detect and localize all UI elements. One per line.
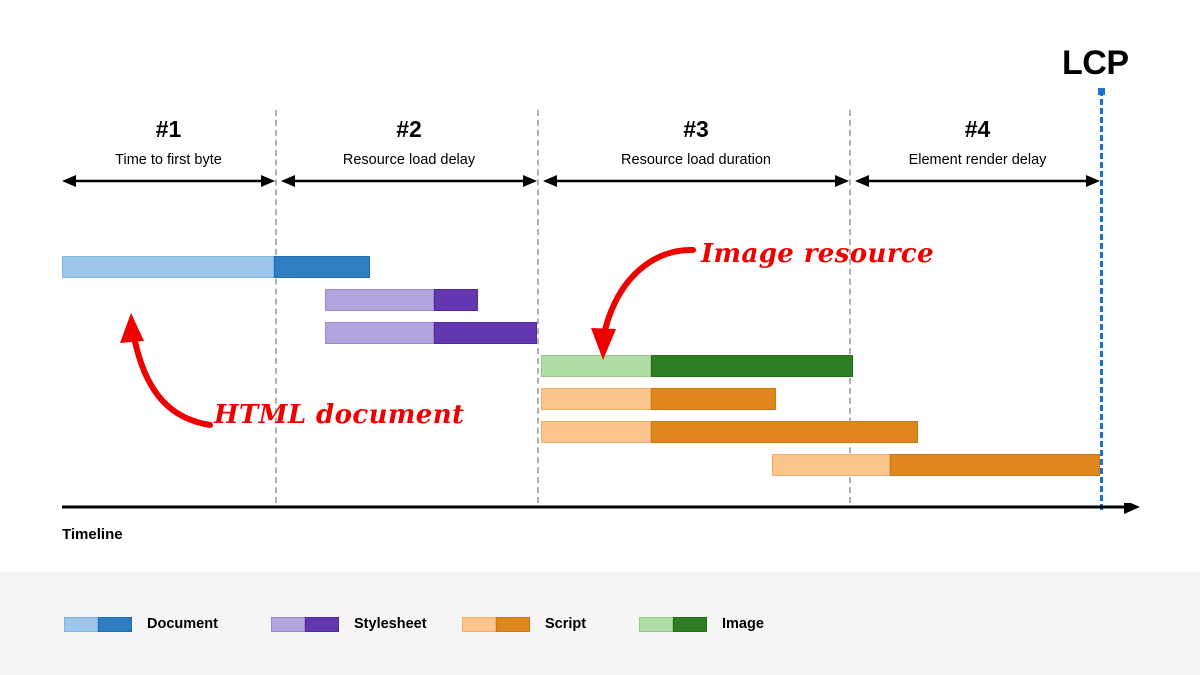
legend-swatch-stylesheet	[271, 616, 339, 632]
legend-item-stylesheet: Stylesheet	[271, 616, 427, 632]
phase-arrow-1	[62, 175, 275, 187]
image-resource-arrow-icon	[591, 246, 696, 360]
phase-divider-3	[849, 110, 851, 503]
document-bar-segment-2	[274, 256, 370, 278]
phase-number-4: #4	[964, 116, 991, 142]
legend-swatch-dark	[496, 616, 530, 632]
timeline-axis	[62, 503, 1140, 514]
legend-swatch-light	[64, 616, 98, 632]
phase-divider-2	[537, 110, 539, 503]
stylesheet-bar-1-segment-2	[434, 289, 478, 311]
legend-label-stylesheet: Stylesheet	[354, 616, 427, 632]
legend-swatch-dark	[98, 616, 132, 632]
legend-swatch-light	[271, 616, 305, 632]
legend-item-image: Image	[639, 616, 764, 632]
phase-name-1: Time to first byte	[115, 152, 222, 168]
phase-number-2: #2	[396, 116, 422, 142]
script-bar-3-segment-1	[772, 454, 890, 476]
legend-swatch-dark	[305, 616, 339, 632]
legend-item-document: Document	[64, 616, 218, 632]
html-document-arrow-icon	[120, 313, 213, 428]
legend-swatch-document	[64, 616, 132, 632]
phase-number-3: #3	[683, 116, 709, 142]
script-bar-1-segment-2	[651, 388, 776, 410]
legend-panel: Document Stylesheet Script Image	[0, 572, 1200, 675]
legend-label-document: Document	[147, 616, 218, 632]
lcp-dashed-line	[1100, 90, 1103, 510]
phase-arrow-4	[855, 175, 1100, 187]
legend-label-image: Image	[722, 616, 764, 632]
legend-swatch-light	[639, 616, 673, 632]
legend-swatch-script	[462, 616, 530, 632]
legend-item-script: Script	[462, 616, 586, 632]
script-bar-2-segment-2	[651, 421, 918, 443]
legend-swatch-image	[639, 616, 707, 632]
phase-name-2: Resource load delay	[342, 152, 476, 168]
script-bar-2-segment-1	[541, 421, 651, 443]
legend-label-script: Script	[545, 616, 587, 632]
phase-arrow-3	[543, 175, 849, 187]
legend-swatch-light	[462, 616, 496, 632]
script-bar-1-segment-1	[541, 388, 651, 410]
image-resource-annotation: Image resource	[701, 239, 935, 269]
image-bar-segment-2	[651, 355, 853, 377]
document-bar-segment-1	[62, 256, 274, 278]
stylesheet-bar-2-segment-1	[325, 322, 434, 344]
stylesheet-bar-1-segment-1	[325, 289, 434, 311]
lcp-label: LCP	[1062, 44, 1129, 82]
phase-number-1: #1	[155, 116, 182, 142]
script-bar-3-segment-2	[890, 454, 1100, 476]
image-bar-segment-1	[541, 355, 651, 377]
phase-name-3: Resource load duration	[621, 152, 771, 168]
stylesheet-bar-2-segment-2	[434, 322, 537, 344]
html-document-annotation: HTML document	[214, 400, 465, 430]
legend-swatch-dark	[673, 616, 707, 632]
timeline-label: Timeline	[62, 526, 123, 543]
phase-arrow-2	[281, 175, 537, 187]
phase-name-4: Element render delay	[908, 152, 1047, 168]
phase-divider-1	[275, 110, 277, 503]
